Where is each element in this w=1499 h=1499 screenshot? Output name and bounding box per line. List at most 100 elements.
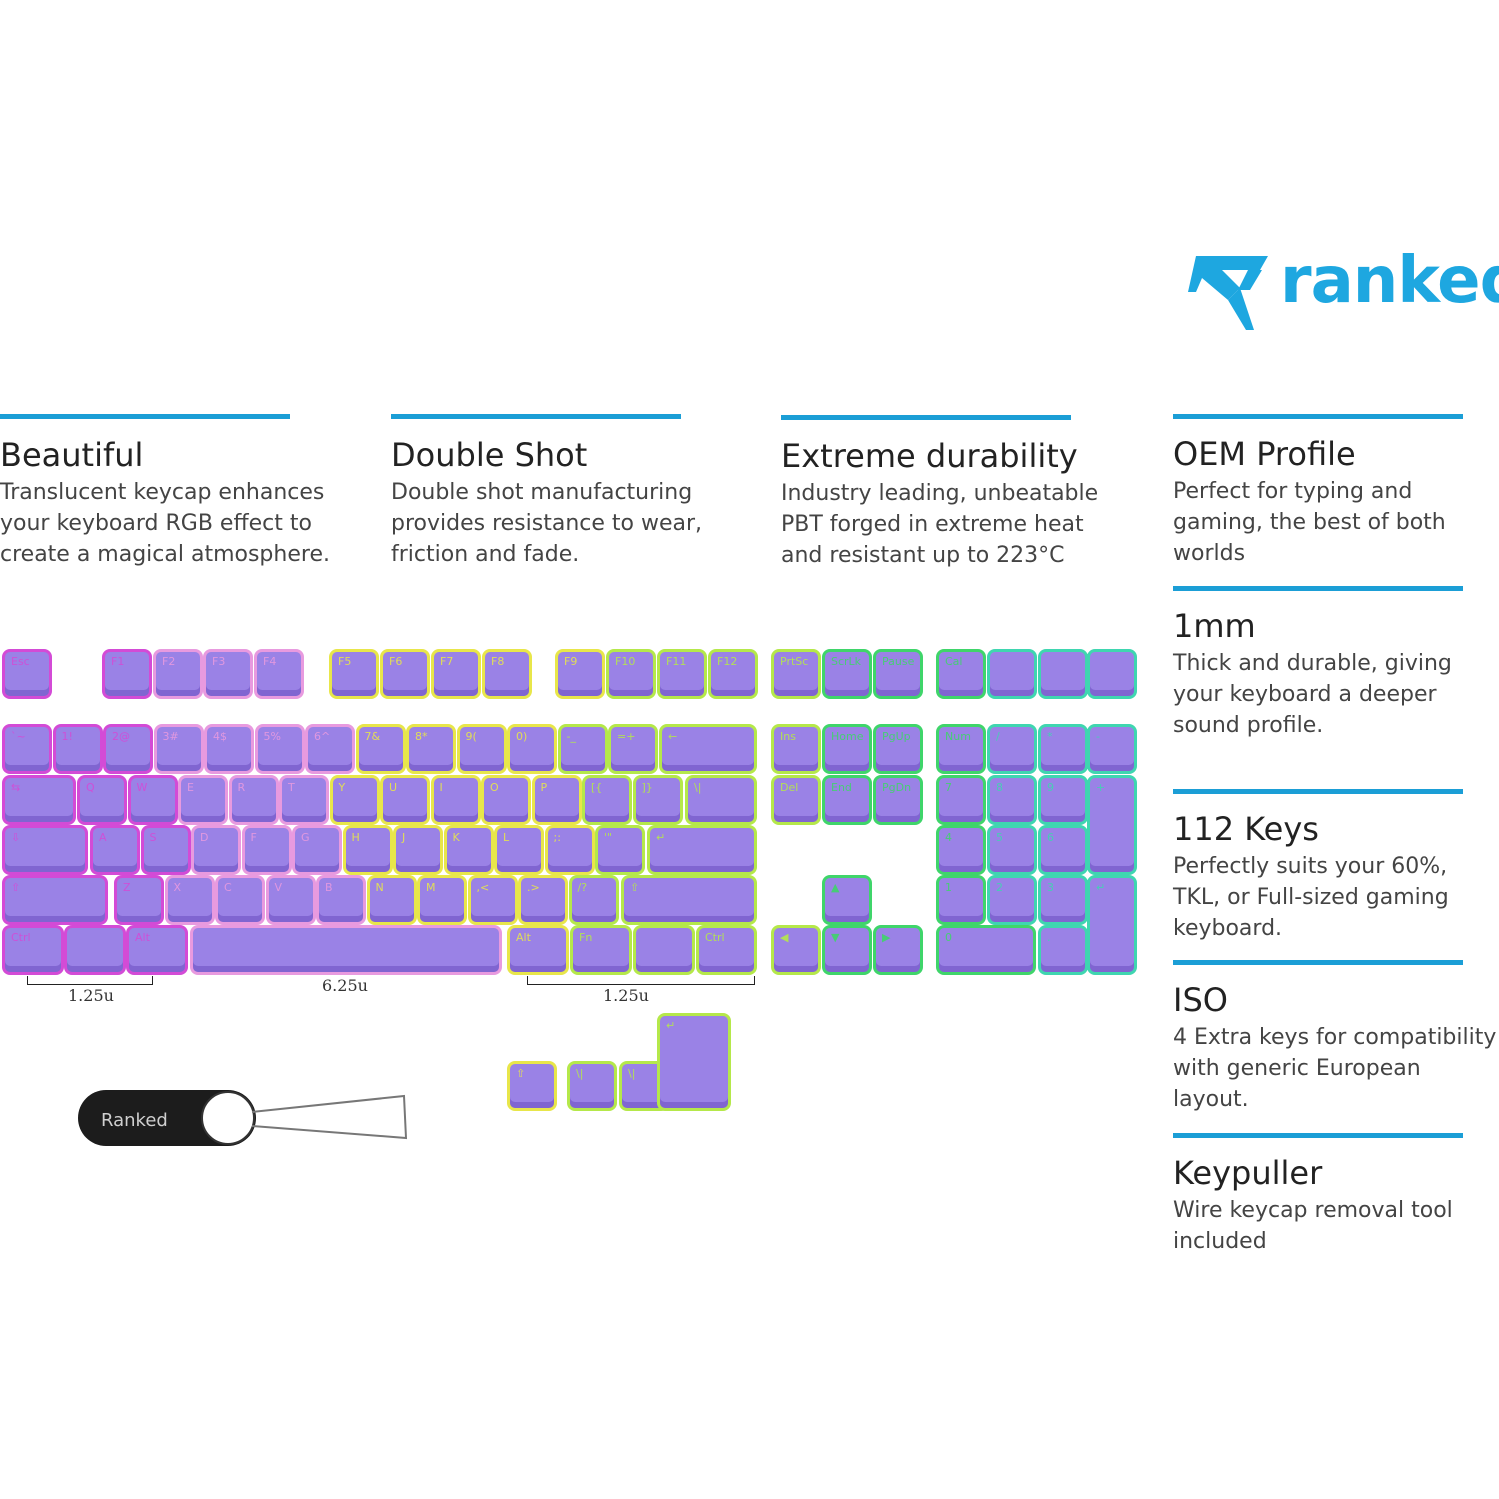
keycap-legend: ▲ bbox=[831, 881, 840, 894]
keycap-legend: ▶ bbox=[882, 931, 891, 944]
keycap: 8 bbox=[990, 778, 1034, 822]
keycap-legend: 4$ bbox=[213, 730, 227, 743]
keycap-legend: F3 bbox=[212, 655, 226, 668]
keycap-legend: PgDn bbox=[882, 781, 912, 794]
feature-112-keys: 112 Keys Perfectly suits your 60%, TKL, … bbox=[1173, 789, 1499, 944]
keycap-legend: F1 bbox=[111, 655, 125, 668]
keycap-legend: F4 bbox=[263, 655, 277, 668]
keycap-legend: ⇧ bbox=[516, 1067, 526, 1080]
keycap: W bbox=[130, 778, 175, 822]
keycap: 3# bbox=[156, 727, 201, 771]
keycap-legend: Cal bbox=[945, 655, 963, 668]
feature-iso: ISO 4 Extra keys for compatibility with … bbox=[1173, 960, 1499, 1115]
keycap: Alt bbox=[510, 928, 566, 972]
keypuller-label: Ranked bbox=[101, 1110, 168, 1131]
keycap-legend: ← bbox=[668, 730, 678, 743]
keycap: 2@ bbox=[106, 727, 150, 771]
keycap: ,< bbox=[470, 878, 515, 922]
keycap-legend: / bbox=[996, 730, 1000, 743]
keycap-legend: ▼ bbox=[831, 931, 840, 944]
feature-text: 4 Extra keys for compatibility with gene… bbox=[1173, 1025, 1497, 1112]
keycap: 1 bbox=[939, 878, 983, 922]
feature-text: Double shot manufacturing provides resis… bbox=[391, 480, 703, 567]
keycap-legend: 8* bbox=[415, 730, 428, 743]
feature-divider bbox=[1173, 789, 1463, 794]
keycap-legend: =+ bbox=[617, 730, 636, 743]
size-label-right: 1.25u bbox=[603, 986, 649, 1005]
keycap: Z bbox=[117, 878, 161, 922]
keycap: ↵ bbox=[1090, 878, 1134, 972]
keycap: 6^ bbox=[308, 727, 352, 771]
keycap: Alt bbox=[129, 928, 185, 972]
keycap: 4$ bbox=[207, 727, 251, 771]
keycap: ▲ bbox=[825, 878, 869, 922]
keycap: Pause bbox=[876, 652, 920, 696]
keycap: F6 bbox=[383, 652, 427, 696]
keycap-legend: ↵ bbox=[656, 831, 666, 844]
keycap: R bbox=[231, 778, 276, 822]
keycap-legend: K bbox=[452, 831, 460, 844]
feature-title: 1mm bbox=[1173, 607, 1256, 645]
keycap-legend: X bbox=[173, 881, 182, 894]
feature-title: ISO bbox=[1173, 981, 1228, 1019]
keycap: ◀ bbox=[774, 928, 818, 972]
keycap-legend: - bbox=[1096, 730, 1100, 743]
keycap: X bbox=[167, 878, 212, 922]
keycap: ]} bbox=[635, 778, 680, 822]
feature-divider bbox=[0, 414, 290, 419]
keycap-legend: F7 bbox=[440, 655, 454, 668]
keycap-legend: Pause bbox=[882, 655, 915, 668]
keycap: ▼ bbox=[825, 928, 869, 972]
keycap-legend: PrtSc bbox=[780, 655, 809, 668]
keycap: ⇧ bbox=[510, 1064, 554, 1108]
keycap-legend: Z bbox=[123, 881, 131, 894]
keycap-legend: F5 bbox=[338, 655, 352, 668]
keycap-legend: 5% bbox=[263, 730, 281, 743]
keycap: P bbox=[534, 778, 579, 822]
keycap-legend: ]} bbox=[641, 781, 653, 794]
keycap-legend: ⇆ bbox=[11, 781, 21, 794]
keycap: F8 bbox=[485, 652, 529, 696]
feature-text: Industry leading, unbeatable PBT forged … bbox=[781, 481, 1099, 568]
keycap: PgDn bbox=[876, 778, 920, 822]
keycap: 3 bbox=[1041, 878, 1085, 922]
keycap-legend: Ctrl bbox=[11, 931, 31, 944]
keycap-legend: F10 bbox=[615, 655, 636, 668]
keycap: Cal bbox=[939, 652, 983, 696]
feature-title: Double Shot bbox=[391, 436, 588, 474]
keycap: 6 bbox=[1041, 828, 1085, 872]
keycap-legend: F6 bbox=[389, 655, 403, 668]
keycap-legend: 0) bbox=[516, 730, 528, 743]
keycap-legend: ;: bbox=[553, 831, 561, 844]
keycap: Ins bbox=[774, 727, 818, 771]
keycap: O bbox=[484, 778, 528, 822]
keycap-legend: W bbox=[136, 781, 148, 794]
keycap: + bbox=[1090, 778, 1134, 872]
keycap: F3 bbox=[206, 652, 250, 696]
keycap: 0 bbox=[939, 928, 1033, 972]
keycap-legend: L bbox=[503, 831, 510, 844]
keycap: ⇩ bbox=[5, 828, 85, 872]
feature-divider bbox=[1173, 960, 1463, 965]
keycap: F10 bbox=[609, 652, 653, 696]
keycap-legend: F11 bbox=[666, 655, 687, 668]
keycap-legend: 3 bbox=[1047, 881, 1054, 894]
size-label-space: 6.25u bbox=[322, 976, 368, 995]
feature-divider bbox=[1173, 1133, 1463, 1138]
keycap: -_ bbox=[560, 727, 605, 771]
keycap-legend: 3# bbox=[162, 730, 179, 743]
feature-text: Perfectly suits your 60%, TKL, or Full-s… bbox=[1173, 854, 1449, 941]
keycap-legend: Alt bbox=[516, 931, 531, 944]
keycap-legend: + bbox=[1096, 781, 1106, 794]
keycap: E bbox=[181, 778, 225, 822]
keycap-legend: 8 bbox=[996, 781, 1003, 794]
keycap-legend: C bbox=[224, 881, 232, 894]
keycap-legend: 6 bbox=[1047, 831, 1054, 844]
brand-logo: ranked bbox=[1188, 244, 1499, 338]
keycap-legend: T bbox=[288, 781, 295, 794]
keycap-legend: ⇩ bbox=[11, 831, 21, 844]
keycap-legend: 9 bbox=[1047, 781, 1054, 794]
ranked-r-logo-icon bbox=[1188, 256, 1268, 330]
keycap-legend: Ctrl bbox=[705, 931, 725, 944]
keycap-legend: F8 bbox=[491, 655, 505, 668]
